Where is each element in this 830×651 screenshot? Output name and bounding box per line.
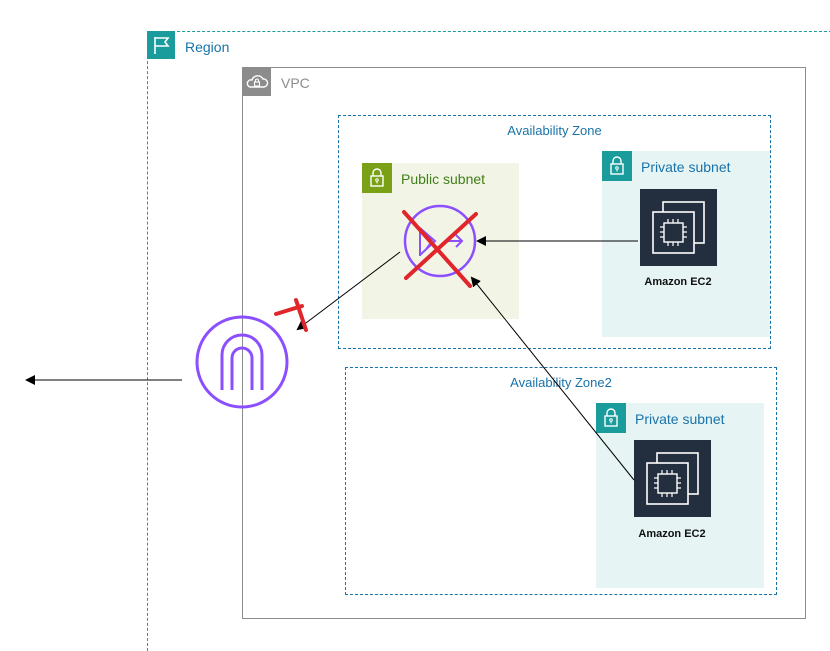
- nat-gateway-icon: [403, 204, 477, 278]
- lock-icon: [596, 403, 626, 433]
- public-subnet-label: Public subnet: [401, 171, 486, 187]
- connections-layer: [25, 204, 638, 481]
- availability-zone-2-label: Availability Zone2: [510, 375, 612, 390]
- availability-zone-1: [338, 115, 771, 349]
- lock-icon: [602, 151, 632, 181]
- availability-zone-1-label: Availability Zone: [507, 123, 602, 138]
- region-boundary: [147, 31, 830, 651]
- ec2-az2-to-nat-arrow: [470, 276, 635, 481]
- private-subnet-az1-label: Private subnet: [641, 159, 731, 175]
- vpc-boundary: [242, 67, 806, 619]
- nat-failure-x-mark: [402, 210, 478, 288]
- igw-link-failure-x-mark: [274, 298, 308, 332]
- region-label: Region: [185, 39, 230, 55]
- internet-gateway-icon: [195, 315, 289, 409]
- chip-icon: [634, 440, 711, 517]
- availability-zone-2: [345, 367, 777, 595]
- private-subnet-az2-label: Private subnet: [635, 411, 725, 427]
- lock-icon: [362, 163, 392, 193]
- cloud-lock-icon: [243, 68, 271, 96]
- chip-icon: [640, 189, 717, 266]
- ec2-label-az2: Amazon EC2: [638, 528, 706, 540]
- vpc-label: VPC: [281, 75, 310, 91]
- flag-icon: [147, 31, 175, 59]
- nat-to-igw-arrow: [296, 251, 401, 331]
- ec2-label-az1: Amazon EC2: [644, 276, 712, 288]
